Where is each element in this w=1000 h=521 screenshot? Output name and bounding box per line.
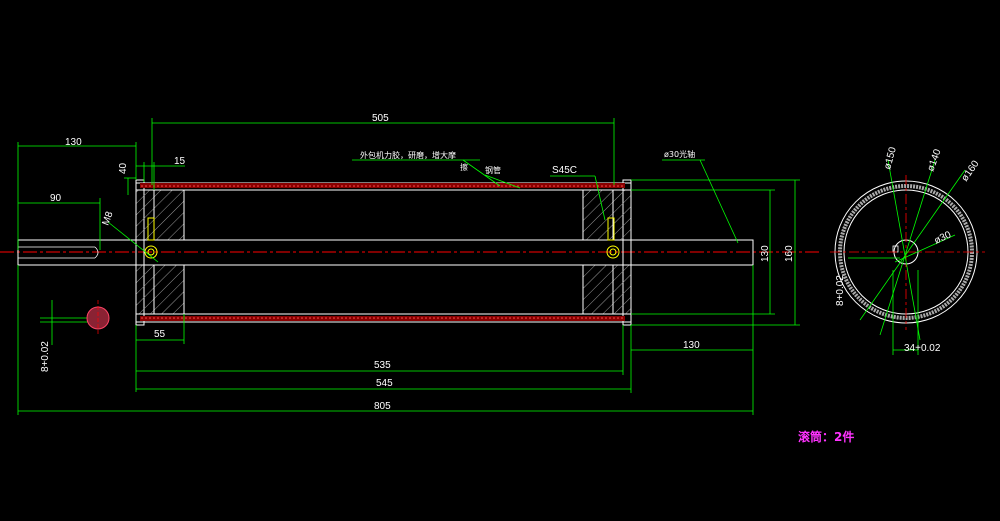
coating-bottom	[140, 316, 625, 321]
section-d8: 8+0.02	[835, 275, 846, 306]
roller-elevation	[0, 179, 820, 326]
dim-55: 55	[154, 329, 166, 340]
shaft-outline	[17, 239, 754, 266]
dim-130-left: 130	[65, 137, 82, 148]
note-coating-2: 擦	[460, 162, 468, 172]
section-d140: ø140	[925, 147, 943, 173]
set-screw-head-left-inner	[147, 248, 155, 256]
section-dims	[848, 159, 966, 355]
note-coating: 外包机力胶，研磨，增大摩	[360, 150, 456, 160]
right-flange	[622, 179, 632, 326]
dim-15: 15	[174, 156, 186, 167]
set-screw-head-right	[606, 245, 620, 259]
dim-130-right: 130	[683, 340, 700, 351]
set-screw-left	[147, 217, 155, 241]
set-screw-right	[607, 217, 615, 241]
dim-m8: M8	[100, 210, 115, 227]
left-hub-top	[153, 189, 185, 241]
note-shaft: ø30光轴	[664, 149, 695, 159]
dim-8-left: 8+0.02	[40, 341, 51, 372]
dimensions	[17, 118, 800, 415]
section-d160: ø160	[959, 158, 981, 183]
cross-section	[830, 175, 985, 330]
note-material: S45C	[552, 165, 577, 176]
section-d150: ø150	[882, 145, 899, 170]
coating-top	[140, 183, 625, 188]
set-screw-head-right-inner	[609, 248, 617, 256]
right-plate-hatch-top	[612, 189, 632, 241]
dim-535: 535	[374, 360, 391, 371]
dim-160-height: 160	[784, 245, 795, 262]
dim-805: 805	[374, 401, 391, 412]
keyway-end	[94, 246, 99, 259]
dim-90: 90	[50, 193, 62, 204]
note-tube: 钢管	[485, 165, 501, 175]
left-hub-bottom	[153, 264, 185, 315]
section-d30: ø30	[933, 229, 954, 246]
left-flange	[135, 179, 145, 326]
left-plate-hatch-bottom	[135, 264, 155, 315]
left-plate-hatch-top	[135, 189, 155, 241]
dim-40: 40	[118, 162, 129, 174]
dim-545: 545	[376, 378, 393, 389]
dim-130-height: 130	[760, 245, 771, 262]
right-hub-bottom	[582, 264, 614, 315]
drawing-title: 滚筒：2件	[798, 429, 854, 444]
dim-505: 505	[372, 113, 389, 124]
section-d34: 34+0.02	[904, 343, 941, 354]
right-plate-hatch-bottom	[612, 264, 632, 315]
